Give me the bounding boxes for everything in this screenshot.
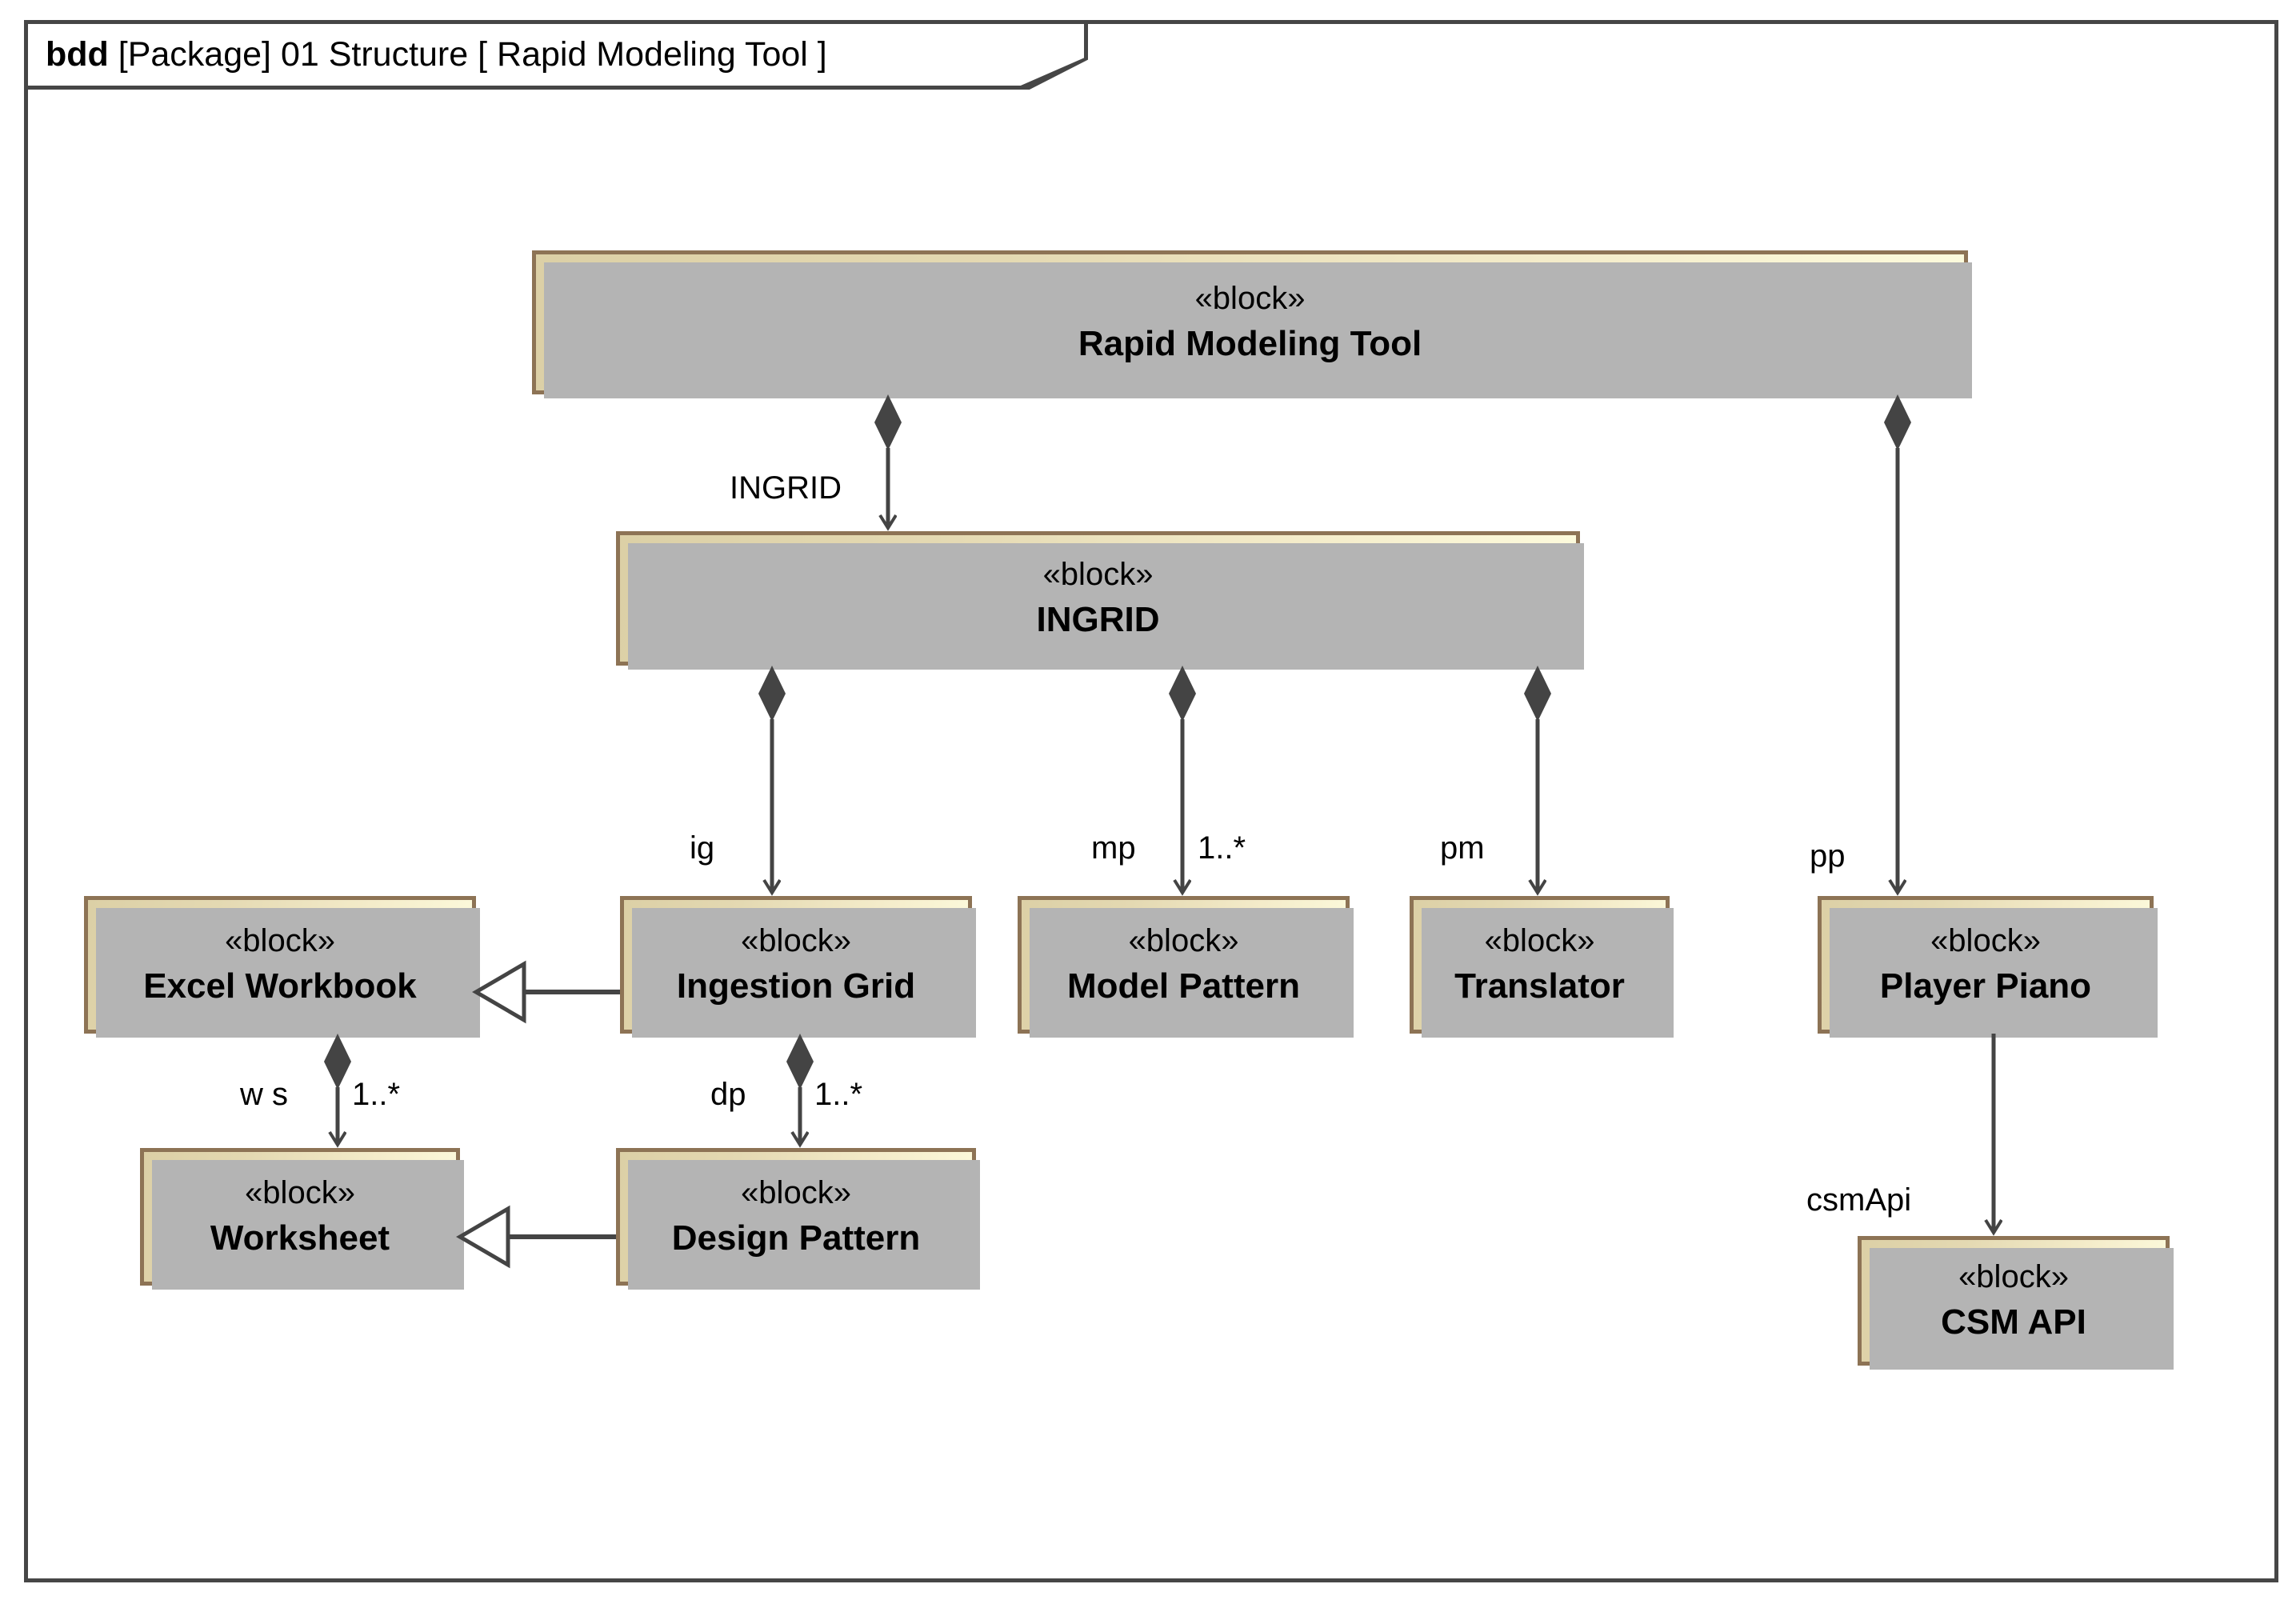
- edge-label-ws-multiplicity: 1..*: [352, 1077, 401, 1112]
- block-name: Model Pattern: [1067, 966, 1300, 1006]
- diagram-title: bdd [Package] 01 Structure [ Rapid Model…: [28, 35, 827, 74]
- block-shadow: [96, 908, 480, 1038]
- block-stereotype: «block»: [1194, 280, 1306, 316]
- block-stereotype: «block»: [1484, 922, 1595, 958]
- block-stereotype: «block»: [225, 922, 335, 958]
- block-name: Rapid Modeling Tool: [1078, 323, 1422, 363]
- block-name: Translator: [1454, 966, 1625, 1006]
- block-name: Worksheet: [210, 1218, 390, 1258]
- block-translator[interactable]: «block» Translator: [1410, 896, 1674, 1038]
- block-shadow: [1830, 908, 2158, 1038]
- block-model-pattern[interactable]: «block» Model Pattern: [1018, 896, 1354, 1038]
- block-name: Excel Workbook: [143, 966, 417, 1006]
- block-stereotype: «block»: [1042, 556, 1154, 592]
- block-shadow: [628, 543, 1584, 670]
- block-excel-workbook[interactable]: «block» Excel Workbook: [84, 896, 480, 1038]
- block-shadow: [1422, 908, 1674, 1038]
- block-stereotype: «block»: [741, 1174, 851, 1210]
- block-design-pattern[interactable]: «block» Design Pattern: [616, 1148, 980, 1290]
- block-name: Player Piano: [1879, 966, 2092, 1006]
- block-shadow: [1870, 1248, 2174, 1370]
- block-csm-api[interactable]: «block» CSM API: [1858, 1236, 2174, 1370]
- block-stereotype: «block»: [245, 1174, 355, 1210]
- edge-label-dp-role: dp: [710, 1077, 746, 1112]
- block-stereotype: «block»: [741, 922, 851, 958]
- block-name: Design Pattern: [671, 1218, 921, 1258]
- block-stereotype: «block»: [1958, 1258, 2069, 1294]
- edge-label-mp-multiplicity: 1..*: [1198, 830, 1246, 866]
- edge-label-csmapi-role: csmApi: [1806, 1182, 1912, 1218]
- block-shadow: [632, 908, 976, 1038]
- edge-label-pm-role: pm: [1440, 830, 1485, 866]
- diagram-kind-label: bdd: [46, 35, 109, 74]
- block-rapid-modeling-tool[interactable]: «block» Rapid Modeling Tool: [532, 250, 1972, 398]
- edge-label-ingrid-role: INGRID: [730, 470, 842, 506]
- block-worksheet[interactable]: «block» Worksheet: [140, 1148, 464, 1290]
- tab-inner-fill: bdd [Package] 01 Structure [ Rapid Model…: [28, 24, 1084, 86]
- block-shadow: [152, 1160, 464, 1290]
- block-stereotype: «block»: [1930, 922, 2041, 958]
- block-name: INGRID: [1036, 599, 1160, 639]
- block-ingestion-grid[interactable]: «block» Ingestion Grid: [620, 896, 976, 1038]
- block-player-piano[interactable]: «block» Player Piano: [1818, 896, 2158, 1038]
- block-name: CSM API: [1941, 1302, 2086, 1342]
- edge-label-ig-role: ig: [690, 830, 715, 866]
- diagram-frame-header-tab: bdd [Package] 01 Structure [ Rapid Model…: [24, 20, 1088, 90]
- block-shadow: [628, 1160, 980, 1290]
- edge-label-ws-role: w s: [240, 1077, 288, 1112]
- block-shadow: [544, 262, 1972, 398]
- block-ingrid[interactable]: «block» INGRID: [616, 531, 1584, 670]
- block-name: Ingestion Grid: [676, 966, 916, 1006]
- diagram-title-rest: [Package] 01 Structure [ Rapid Modeling …: [108, 35, 827, 74]
- edge-label-pp-role: pp: [1810, 838, 1846, 874]
- edge-label-mp-role: mp: [1091, 830, 1136, 866]
- block-shadow: [1030, 908, 1354, 1038]
- edge-label-dp-multiplicity: 1..*: [814, 1077, 863, 1112]
- block-stereotype: «block»: [1128, 922, 1239, 958]
